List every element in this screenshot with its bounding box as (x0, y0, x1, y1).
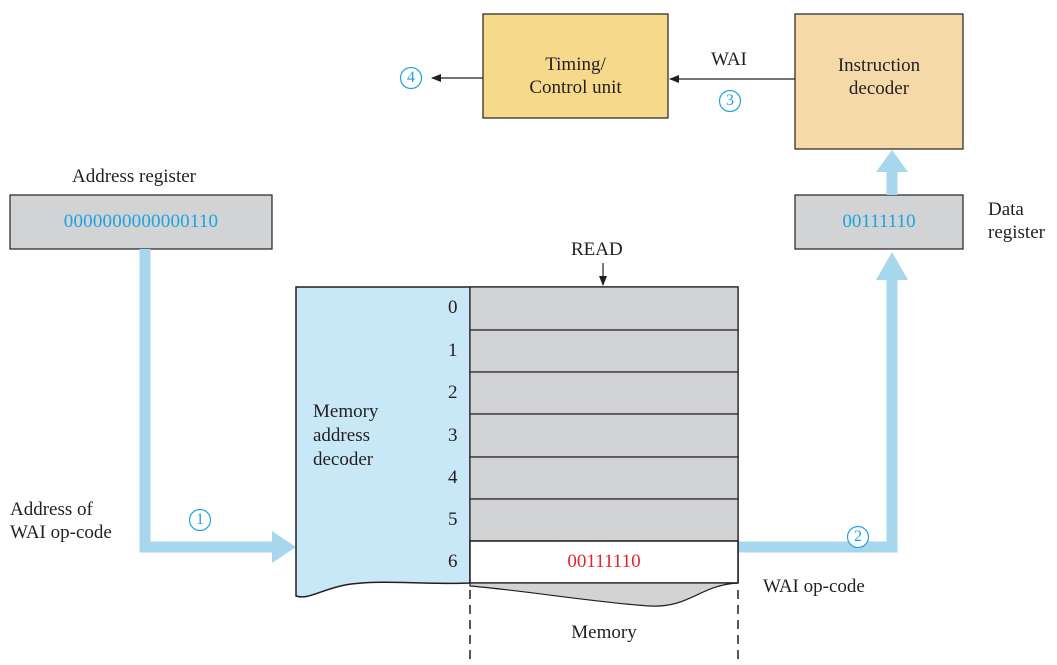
address-of-label-1: Address of (10, 499, 93, 520)
address-number-1: 1 (448, 340, 458, 361)
memory-cell-2 (469, 371, 739, 415)
decoder-flow-arrowhead (876, 150, 908, 172)
memory-cell-6 (469, 540, 739, 584)
instruction-decoder-label-2: decoder (848, 78, 910, 99)
address-of-label-2: WAI op-code (10, 522, 112, 543)
memory-cell-1 (469, 329, 739, 373)
timing-control-block (482, 13, 669, 119)
decoder-label-1: Memory (313, 401, 379, 422)
data-register-label-1: Data (988, 199, 1024, 220)
step-number-2: 2 (854, 528, 862, 545)
read-signal-label: READ (571, 239, 623, 260)
data-register-value: 00111110 (842, 211, 916, 232)
instruction-decoder-label-1: Instruction (837, 55, 921, 76)
data-flow-path (738, 278, 898, 553)
wai-signal-label: WAI (711, 49, 747, 70)
memory-cell-3 (469, 413, 739, 458)
step-marker-4 (399, 66, 423, 90)
step-marker-1 (188, 508, 212, 532)
instruction-decoder-block (794, 13, 964, 150)
wai-opcode-label: WAI op-code (763, 576, 865, 597)
address-number-3: 3 (448, 425, 458, 446)
memory-label: Memory (571, 622, 637, 643)
step-number-4: 4 (407, 69, 415, 86)
memory-location-6-value: 00111110 (567, 551, 641, 572)
address-number-5: 5 (448, 509, 458, 530)
step-marker-2 (846, 525, 870, 549)
decoder-label-2: address (313, 425, 370, 446)
timing-control-label-2: Control unit (529, 77, 622, 98)
step-marker-3 (718, 89, 742, 113)
memory-torn-edge (469, 582, 739, 607)
address-number-4: 4 (448, 467, 458, 488)
address-flow-path (139, 249, 272, 553)
address-register-label: Address register (72, 166, 196, 187)
data-register-label-2: register (988, 222, 1045, 243)
decoder-label-3: decoder (313, 449, 374, 470)
address-flow-arrowhead (272, 531, 296, 563)
memory-address-decoder (295, 286, 471, 598)
timing-control-label-1: Timing/ (545, 54, 606, 75)
address-number-6: 6 (448, 551, 458, 572)
address-register-value: 0000000000000110 (63, 211, 219, 232)
address-number-2: 2 (448, 382, 458, 403)
memory-cell-5 (469, 498, 739, 542)
address-number-0: 0 (448, 297, 458, 318)
memory-cell-0 (469, 286, 739, 331)
data-register-box (794, 194, 964, 250)
address-register-box (9, 194, 273, 250)
step-number-3: 3 (726, 92, 734, 109)
step-number-1: 1 (196, 511, 204, 528)
data-flow-arrowhead (876, 252, 908, 280)
memory-cell-4 (469, 456, 739, 500)
